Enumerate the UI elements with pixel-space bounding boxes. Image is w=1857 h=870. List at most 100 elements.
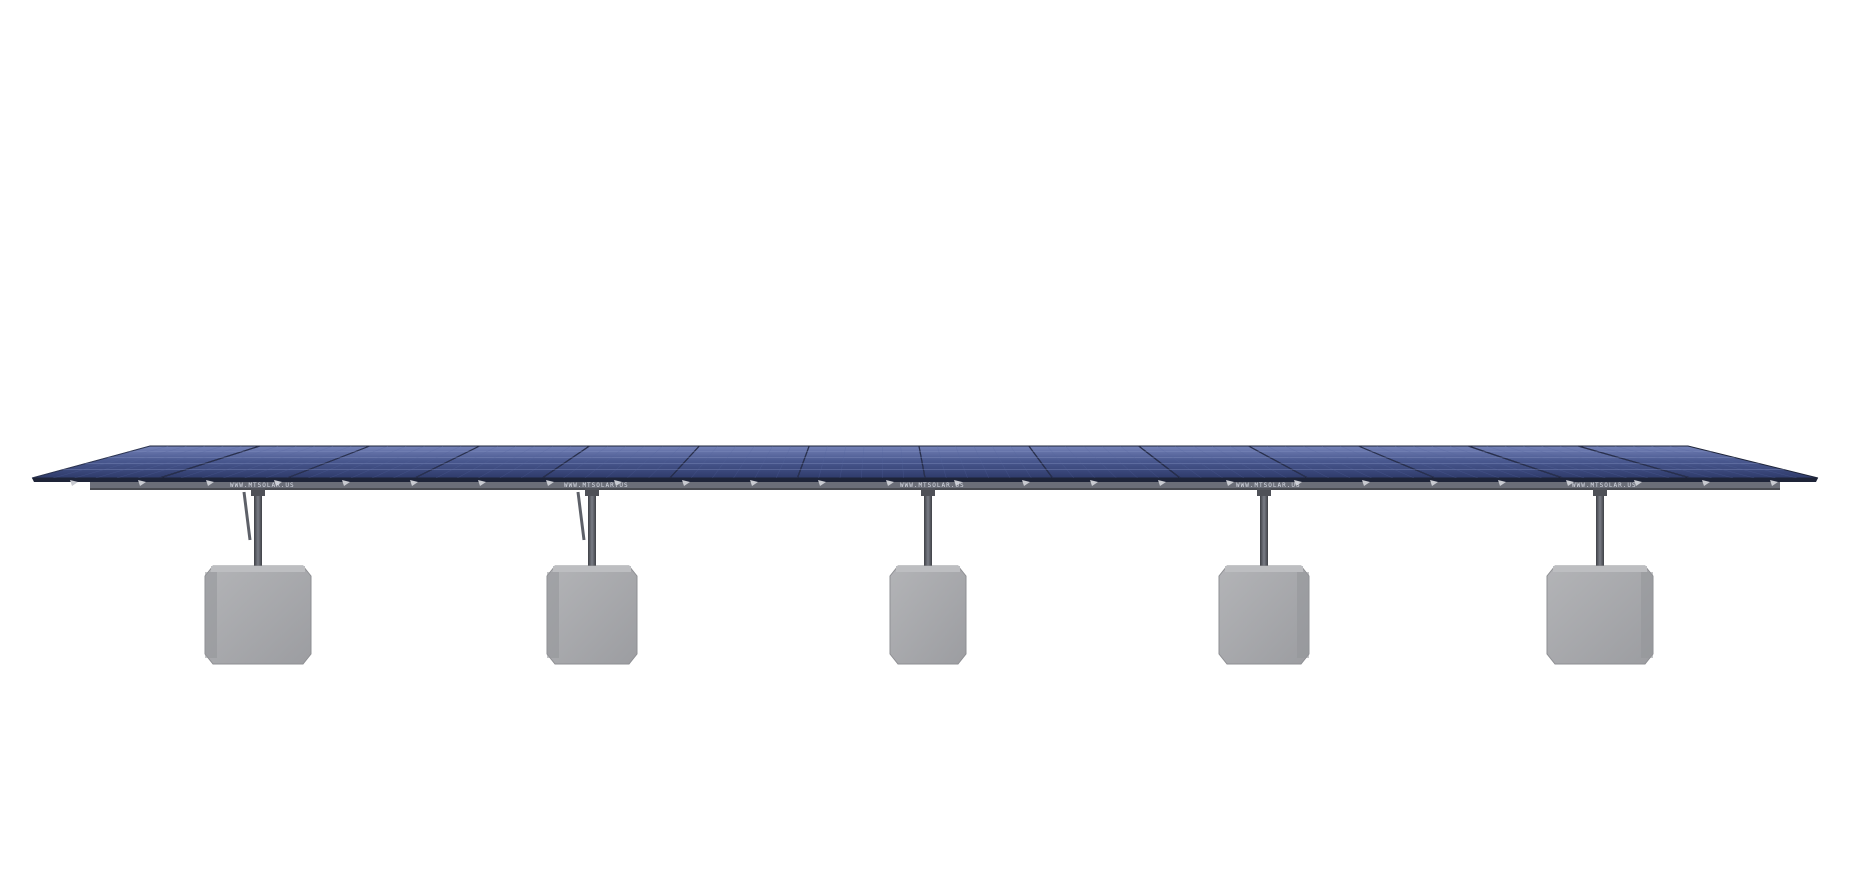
rail-clip: [1498, 480, 1506, 486]
concrete-block: [546, 565, 638, 665]
cell-column-line: [329, 445, 407, 479]
rail-clip: [818, 480, 826, 486]
cell-column-line: [414, 445, 480, 479]
support-post: [254, 488, 262, 570]
cell-column-line: [1101, 445, 1138, 479]
rail-clip: [1022, 480, 1030, 486]
concrete-block: [1218, 565, 1310, 665]
cell-column-line: [1175, 445, 1223, 479]
rail-clip: [886, 480, 894, 486]
cell-column-line: [861, 445, 865, 479]
cell-column-line: [1578, 445, 1691, 479]
cell-column-line: [1083, 445, 1117, 479]
brace-strut: [576, 491, 586, 541]
post-bracket: [1593, 488, 1607, 496]
concrete-top-face: [211, 566, 305, 572]
cell-column-line: [690, 445, 718, 479]
cell-column-line: [435, 445, 498, 479]
cell-column-line: [180, 445, 279, 479]
cell-column-line: [1211, 445, 1266, 479]
concrete-side-face: [1641, 572, 1653, 658]
cell-column-line: [1266, 445, 1330, 479]
rail-watermark-text: WWW.MTSOLAR.US: [564, 482, 629, 489]
rail-clip: [1430, 480, 1438, 486]
cell-column-line: [955, 445, 968, 479]
cell-column-line: [627, 445, 663, 479]
cell-column-line: [287, 445, 370, 479]
cell-column-line: [1394, 445, 1478, 479]
concrete-side-face: [205, 572, 217, 658]
footing: [1218, 488, 1310, 665]
cell-column-line: [1614, 445, 1734, 479]
cell-column-line: [605, 445, 645, 479]
cell-column-line: [1248, 445, 1308, 479]
cell-column-line: [244, 445, 334, 479]
cell-column-line: [31, 445, 151, 479]
cell-column-line: [542, 445, 590, 479]
cell-column-line: [839, 445, 846, 479]
cell-column-line: [159, 445, 260, 479]
post-bracket: [921, 488, 935, 496]
cell-column-line: [1651, 445, 1776, 479]
cell-column-line: [265, 445, 352, 479]
support-post: [1596, 488, 1604, 570]
cell-column-line: [818, 445, 828, 479]
cell-column-line: [992, 445, 1011, 479]
rail-clip: [546, 480, 554, 486]
cell-column-line: [393, 445, 462, 479]
cell-column-line: [1010, 445, 1032, 479]
rail-clip: [682, 480, 690, 486]
cell-column-line: [1285, 445, 1351, 479]
cell-column-line: [1486, 445, 1585, 479]
rail-clip: [342, 480, 350, 486]
rail-clip: [614, 480, 622, 486]
rail-clip: [1566, 480, 1574, 486]
cell-column-line: [457, 445, 517, 479]
post-bracket: [251, 488, 265, 496]
post-bracket: [1257, 488, 1271, 496]
support-post: [588, 488, 596, 570]
rail-clip: [1090, 480, 1098, 486]
footing: [889, 488, 967, 665]
cell-column-line: [712, 445, 737, 479]
cell-column-line: [1065, 445, 1096, 479]
cell-column-line: [754, 445, 773, 479]
rail-clip: [1702, 480, 1710, 486]
footing: [1546, 488, 1654, 665]
cell-column-line: [1321, 445, 1393, 479]
cell-column-line: [1340, 445, 1415, 479]
rail-clip: [750, 480, 758, 486]
cell-column-line: [648, 445, 682, 479]
cell-column-line: [1138, 445, 1181, 479]
cell-column-line: [1596, 445, 1712, 479]
cell-column-line: [669, 445, 700, 479]
rail-clip: [138, 480, 146, 486]
cell-column-line: [53, 445, 169, 479]
cell-column-line: [1028, 445, 1053, 479]
rail-watermark-text: WWW.MTSOLAR.US: [900, 482, 965, 489]
post-bracket: [585, 488, 599, 496]
rail-watermark-text: WWW.MTSOLAR.US: [230, 482, 295, 489]
rail-clip: [410, 480, 418, 486]
concrete-top-face: [896, 566, 960, 572]
cell-column-line: [1431, 445, 1521, 479]
rail-clip: [274, 480, 282, 486]
cell-column-line: [1523, 445, 1627, 479]
cell-column-line: [775, 445, 792, 479]
brace-strut: [242, 491, 252, 541]
concrete-block: [204, 565, 312, 665]
rail-watermark-text: WWW.MTSOLAR.US: [1572, 482, 1637, 489]
rail-clip: [70, 480, 78, 486]
support-post: [924, 488, 932, 570]
panel-array: [31, 445, 1819, 482]
rail-watermark-text: WWW.MTSOLAR.US: [1236, 482, 1301, 489]
cell-column-line: [973, 445, 989, 479]
cell-column-line: [1559, 445, 1670, 479]
concrete-side-face: [1297, 572, 1309, 658]
rail-watermarks: WWW.MTSOLAR.US WWW.MTSOLAR.US WWW.MTSOLAR.…: [230, 482, 1637, 489]
cell-column-line: [1413, 445, 1500, 479]
cell-column-line: [1193, 445, 1245, 479]
rail-clip: [954, 480, 962, 486]
rail-clip: [1158, 480, 1166, 486]
cell-column-line: [202, 445, 297, 479]
